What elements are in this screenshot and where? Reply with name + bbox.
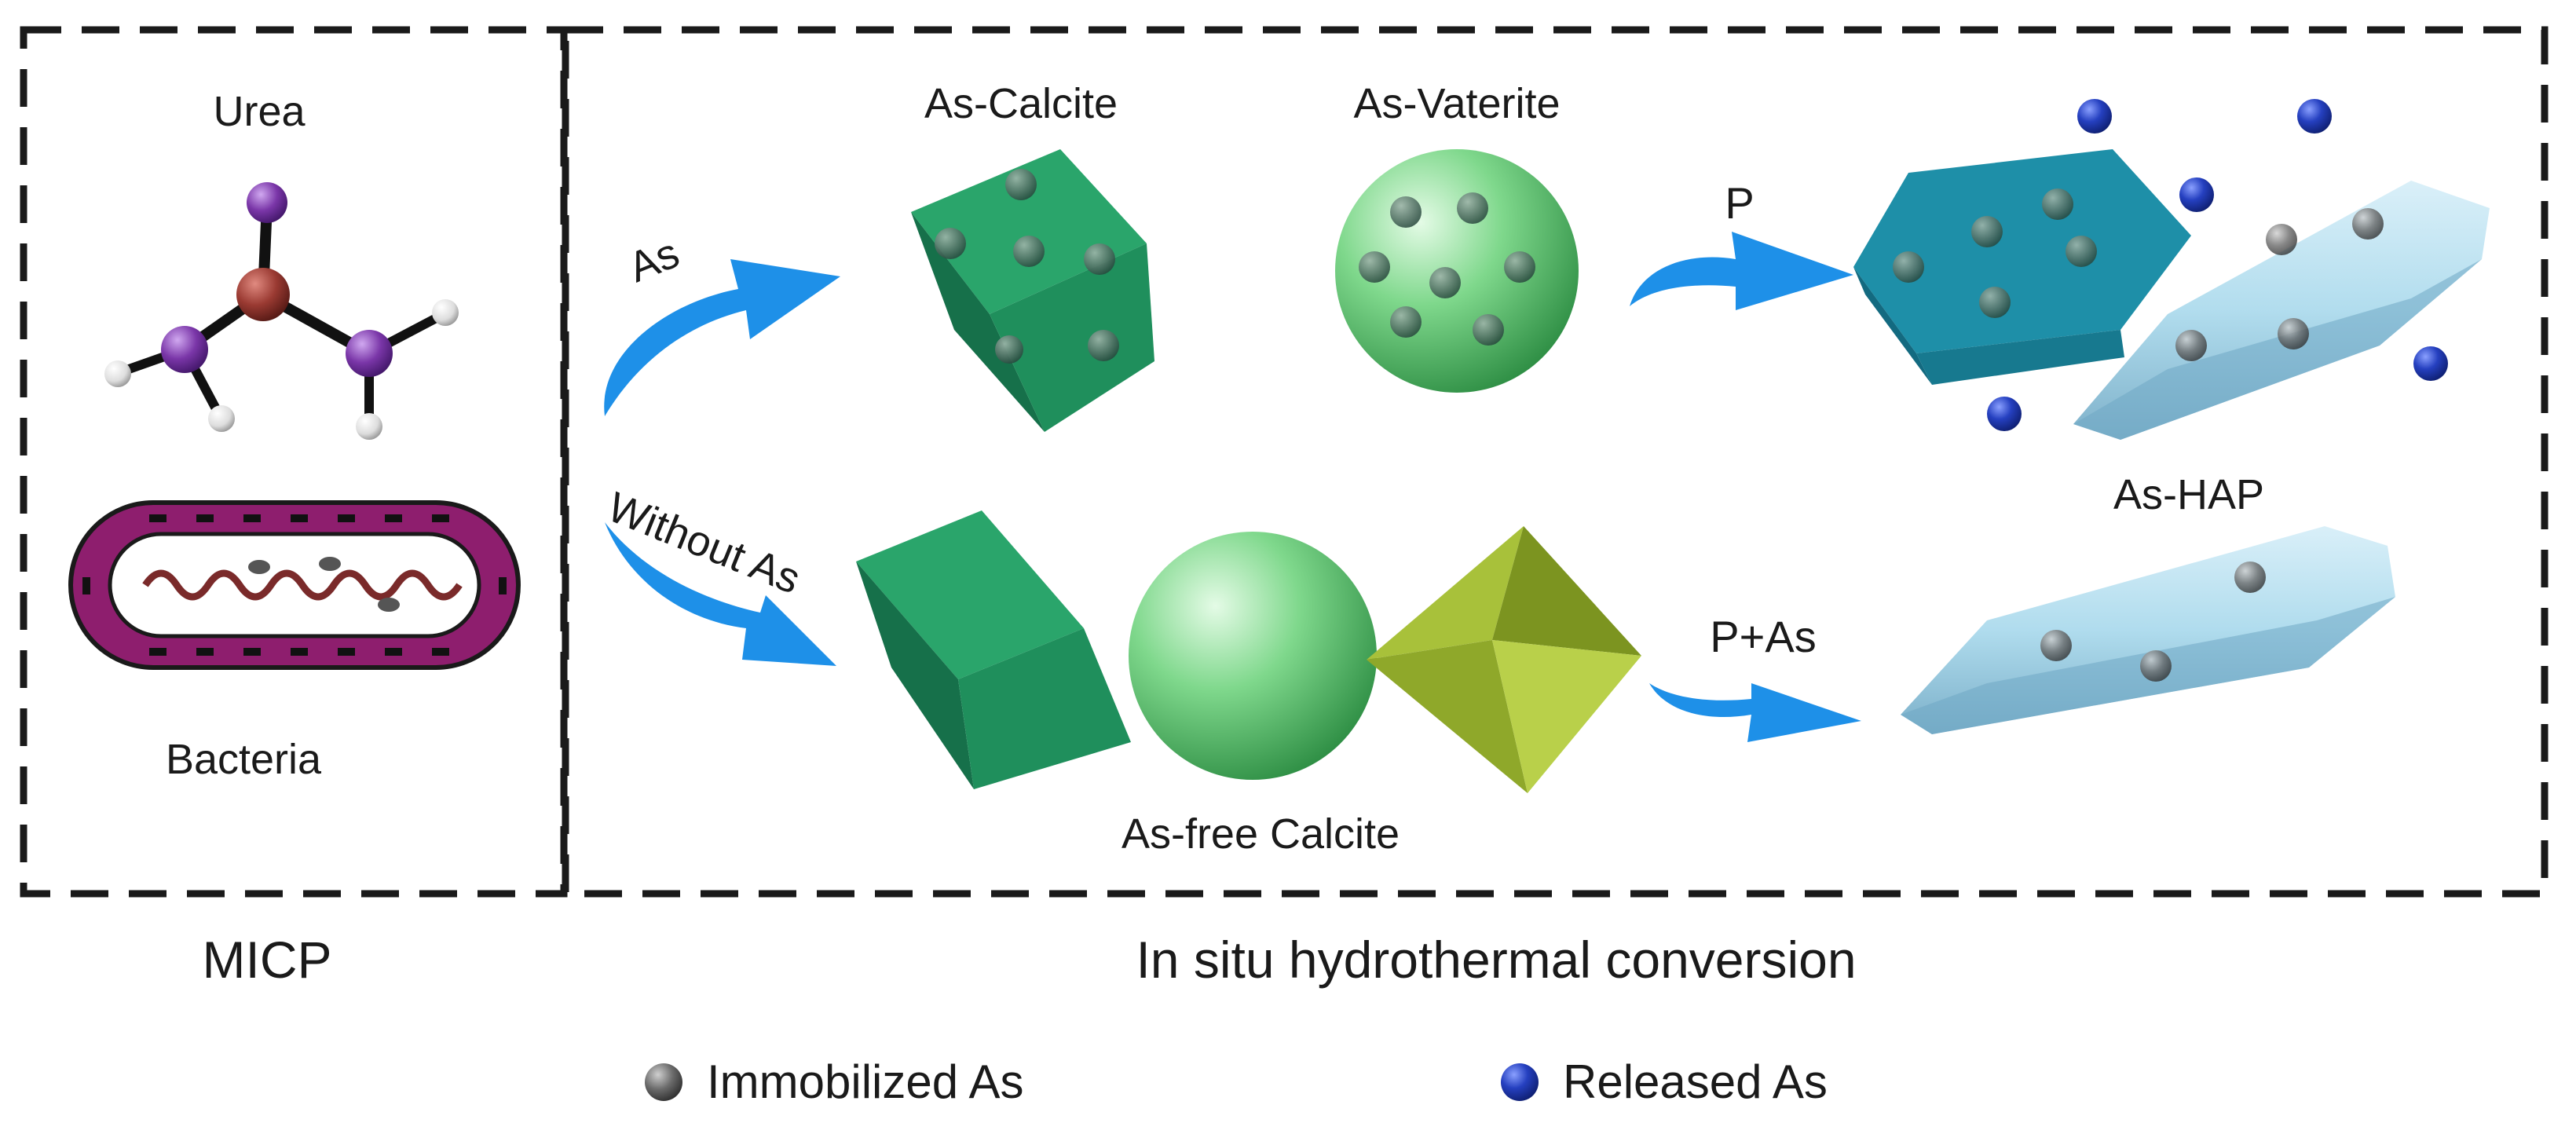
immobilized-as-legend-label: Immobilized As [707,1055,1023,1108]
as-hap-bottom-rod-crystal-icon [1901,526,2395,734]
legend: Immobilized As Released As [645,1055,1828,1108]
as-vaterite-sphere-icon [1335,149,1579,393]
calcite-cube-icon [856,510,1131,789]
released-as-legend-label: Released As [1563,1055,1828,1108]
p-arrow-icon [1630,232,1853,310]
released-as-dots [1987,99,2448,431]
as-arrow-label: As [622,229,686,291]
as-hap-rod-crystal-icon [2073,181,2490,440]
as-vaterite-label: As-Vaterite [1353,80,1560,127]
micp-panel-border [20,26,568,898]
calcite-sphere-icon [1129,532,1377,780]
immobilized-as-legend-marker [645,1063,682,1101]
without-as-arrow-icon [605,522,836,666]
micp-title: MICP [203,931,332,989]
conversion-panel-border [562,26,2549,898]
calcite-octahedron-icon [1367,526,1641,793]
released-as-legend-marker [1501,1063,1539,1101]
without-as-label: Without As [602,483,807,602]
as-hap-hexagon-crystal-icon [1853,149,2191,385]
as-calcite-crystal-icon [911,149,1154,432]
p-label: P [1725,178,1754,228]
conversion-title: In situ hydrothermal conversion [1136,931,1856,989]
p-as-label: P+As [1710,612,1816,661]
as-arrow-icon [604,259,840,416]
bacteria-icon [68,500,521,670]
as-calcite-label: As-Calcite [924,80,1118,127]
as-hap-label: As-HAP [2113,471,2264,518]
bacteria-label: Bacteria [166,736,322,783]
p-as-arrow-icon [1649,683,1861,742]
urea-molecule-icon [104,182,459,440]
urea-label: Urea [213,88,306,135]
as-free-calcite-label: As-free Calcite [1122,810,1400,858]
